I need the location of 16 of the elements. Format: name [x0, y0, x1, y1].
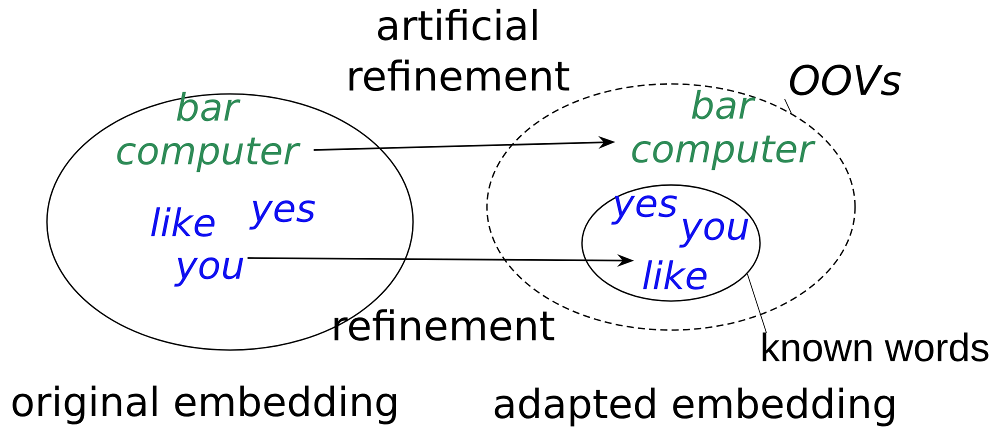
edge-label: artificial refinement: [350, 8, 570, 92]
known-words-ellipse: [581, 184, 761, 302]
edge-label: refinement: [334, 309, 554, 341]
word-label: bar computer: [117, 92, 301, 172]
annotation-label: OOVs: [790, 64, 901, 96]
word-label: you: [174, 257, 244, 287]
word-label: yes: [249, 200, 316, 230]
leader-line: [746, 273, 767, 334]
caption: original embedding: [12, 386, 396, 424]
word-label: like: [151, 207, 215, 237]
leader-line: [784, 98, 792, 114]
annotation-label: known words: [762, 332, 988, 362]
word-label: yes: [611, 195, 678, 225]
caption: adapted embedding: [494, 388, 894, 426]
word-label: you: [679, 218, 748, 248]
word-label: like: [643, 260, 707, 290]
